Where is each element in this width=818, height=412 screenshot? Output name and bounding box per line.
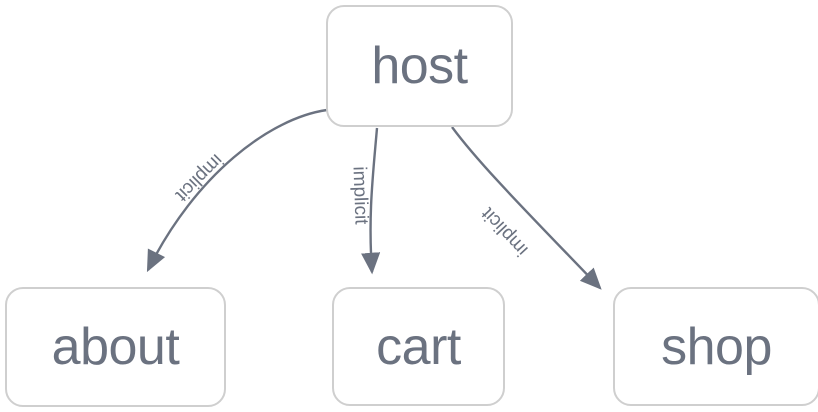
edge-host-cart	[361, 127, 381, 275]
node-host[interactable]: host	[326, 5, 513, 127]
node-host-label: host	[371, 37, 468, 95]
edge-host-shop	[451, 126, 602, 290]
node-cart[interactable]: cart	[332, 287, 505, 406]
node-about-label: about	[51, 318, 180, 376]
node-about[interactable]: about	[5, 287, 226, 407]
edge-host-about	[146, 108, 328, 273]
node-shop-label: shop	[661, 317, 772, 376]
node-shop[interactable]: shop	[613, 287, 818, 406]
node-cart-label: cart	[376, 317, 461, 376]
edge-label-host-cart: implicit	[348, 166, 372, 225]
